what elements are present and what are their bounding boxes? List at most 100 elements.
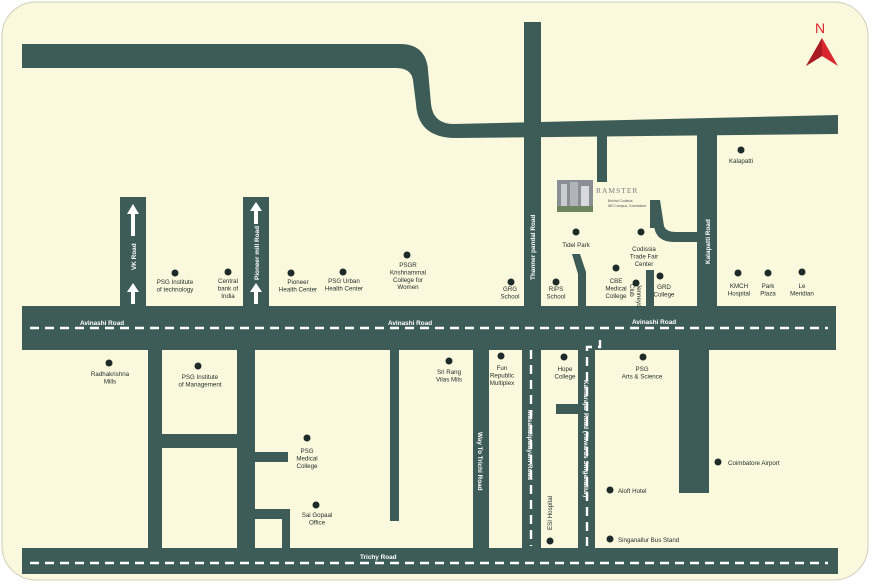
- landmark-dot: [572, 228, 580, 236]
- landmark-label-line: Health Center: [325, 285, 363, 292]
- landmark-label-line: Health Center: [279, 286, 317, 293]
- landmark-label-line: Kalapatti: [729, 158, 753, 165]
- landmark-dot: [639, 353, 647, 361]
- psg-link-road: [150, 434, 252, 448]
- landmark-label-line: Hope: [558, 366, 573, 373]
- landmark-label-line: Coimbatore Airport: [728, 460, 780, 467]
- landmark-label-line: India: [221, 293, 235, 300]
- landmark-label: Singanallur Bus Stand: [618, 537, 680, 544]
- landmark-label-line: Aloft Hotel: [618, 488, 647, 495]
- landmark-label-line: College: [606, 293, 628, 300]
- thanneer-road: [524, 22, 541, 308]
- top-curved-road: [22, 44, 838, 138]
- landmark-label-line: PSG Institute: [182, 374, 219, 381]
- landmark-label-line: Hospital: [728, 290, 750, 297]
- landmark-label-line: Center: [635, 261, 654, 268]
- landmark-dot: [507, 278, 515, 286]
- lane-markings: [30, 326, 828, 565]
- landmark-label-line: College: [654, 291, 676, 298]
- landmark-label: Coimbatore Airport: [728, 460, 780, 467]
- psg-medical-spur: [254, 452, 288, 462]
- landmark-dot: [105, 359, 113, 367]
- landmark-label-line: Vilas Mils: [436, 376, 462, 383]
- landmark-label: Tidel Park: [562, 242, 591, 249]
- landmark-dot: [612, 264, 620, 272]
- landmark-label-line: Codissia: [632, 246, 656, 253]
- sai-spur-1: [254, 509, 288, 519]
- landmark-airport: Coimbatore Airport: [714, 458, 780, 467]
- landmark-label-line: Club: [628, 284, 635, 297]
- landmark-label: JenneysClub: [628, 284, 642, 307]
- landmark-label-line: Fun: [497, 365, 508, 372]
- kamarajar-road-label: Kamarajar Road (Towards Singanallur): [582, 380, 589, 497]
- landmark-dot: [287, 269, 295, 277]
- pioneer-road-label: Pioneer mill Road: [254, 226, 261, 280]
- tidel-road: [572, 254, 586, 308]
- landmark-dot: [194, 362, 202, 370]
- inner-road-3: [650, 200, 698, 242]
- landmark-label-line: Plaza: [760, 290, 776, 297]
- landmark-label-line: CBE: [610, 278, 623, 285]
- landmark-label-line: Mills: [104, 378, 116, 385]
- landmark-label-line: Radhakrishna: [91, 371, 130, 378]
- landmark-kalapatti: Kalapatti: [729, 146, 753, 165]
- landmark-label-line: PSG Urban: [328, 278, 360, 285]
- landmark-aloft: Aloft Hotel: [606, 486, 647, 495]
- landmark-label-line: Meridian: [790, 290, 814, 297]
- kalapatti-road: [697, 134, 717, 308]
- landmark-label-line: of technology: [157, 286, 195, 293]
- landmark-label-line: School: [501, 293, 520, 300]
- landmark-label-line: College: [555, 373, 577, 380]
- landmark-dot: [497, 352, 505, 360]
- landmark-label-line: GRG: [503, 286, 517, 293]
- landmark-dot: [734, 269, 742, 277]
- landmark-label-line: Medical: [296, 455, 317, 462]
- thanneer-road-label: Thanner pandal Road: [530, 215, 537, 280]
- psgr-road: [390, 349, 399, 521]
- landmark-dot: [171, 269, 179, 277]
- landmark-label-line: Jenneys: [635, 284, 642, 307]
- landmark-esi: ESI Hospital: [546, 496, 554, 545]
- landmark-label-line: GRD: [657, 284, 671, 291]
- masakali-road-label: Masakalipalayam Road: [526, 410, 533, 480]
- landmark-dot: [637, 228, 645, 236]
- landmark-label-line: Singanallur Bus Stand: [618, 537, 680, 544]
- landmark-dot: [606, 486, 614, 494]
- landmark-label-line: College: [297, 463, 319, 470]
- landmark-label-line: RIPS: [549, 286, 563, 293]
- kalapatti-south-road: [679, 349, 709, 493]
- trichy-road-end: [760, 548, 838, 574]
- landmark-dot: [737, 146, 745, 154]
- landmark-dot: [312, 501, 320, 509]
- project-tagline-1: Behind Codissia: [608, 199, 633, 203]
- avinashi-road-label-3: Avinashi Road: [632, 319, 676, 326]
